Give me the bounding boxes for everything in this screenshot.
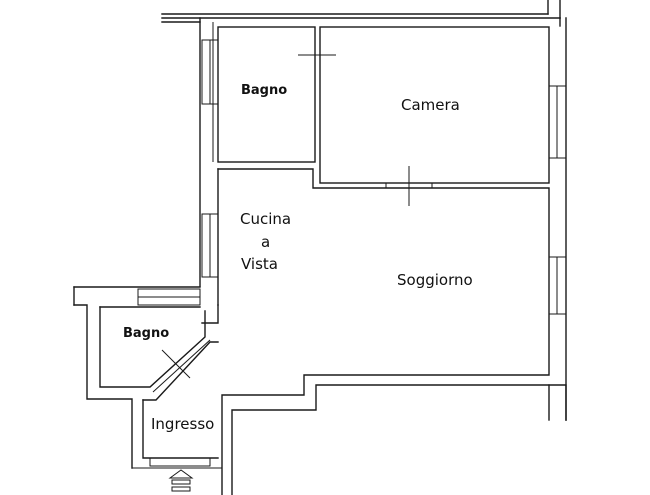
room-label-ingresso: Ingresso: [151, 415, 215, 433]
room-label-bagno-bottom: Bagno: [123, 326, 170, 341]
room-label-cucina-line1: Cucina: [240, 210, 292, 228]
bagno-bottom-room: [73, 286, 219, 469]
room-label-bagno-top: Bagno: [241, 83, 288, 98]
living-area: [201, 168, 567, 495]
bagno-top-room: [201, 22, 336, 163]
room-label-cucina-line2: a: [261, 233, 271, 251]
room-label-soggiorno: Soggiorno: [397, 271, 473, 289]
room-label-camera: Camera: [401, 96, 460, 114]
ingresso-room: [132, 341, 222, 469]
camera-room: [319, 26, 567, 206]
outer-walls: [161, 0, 567, 421]
room-label-cucina-line3: Vista: [241, 255, 278, 273]
entrance-arrow-icon: [168, 469, 194, 492]
